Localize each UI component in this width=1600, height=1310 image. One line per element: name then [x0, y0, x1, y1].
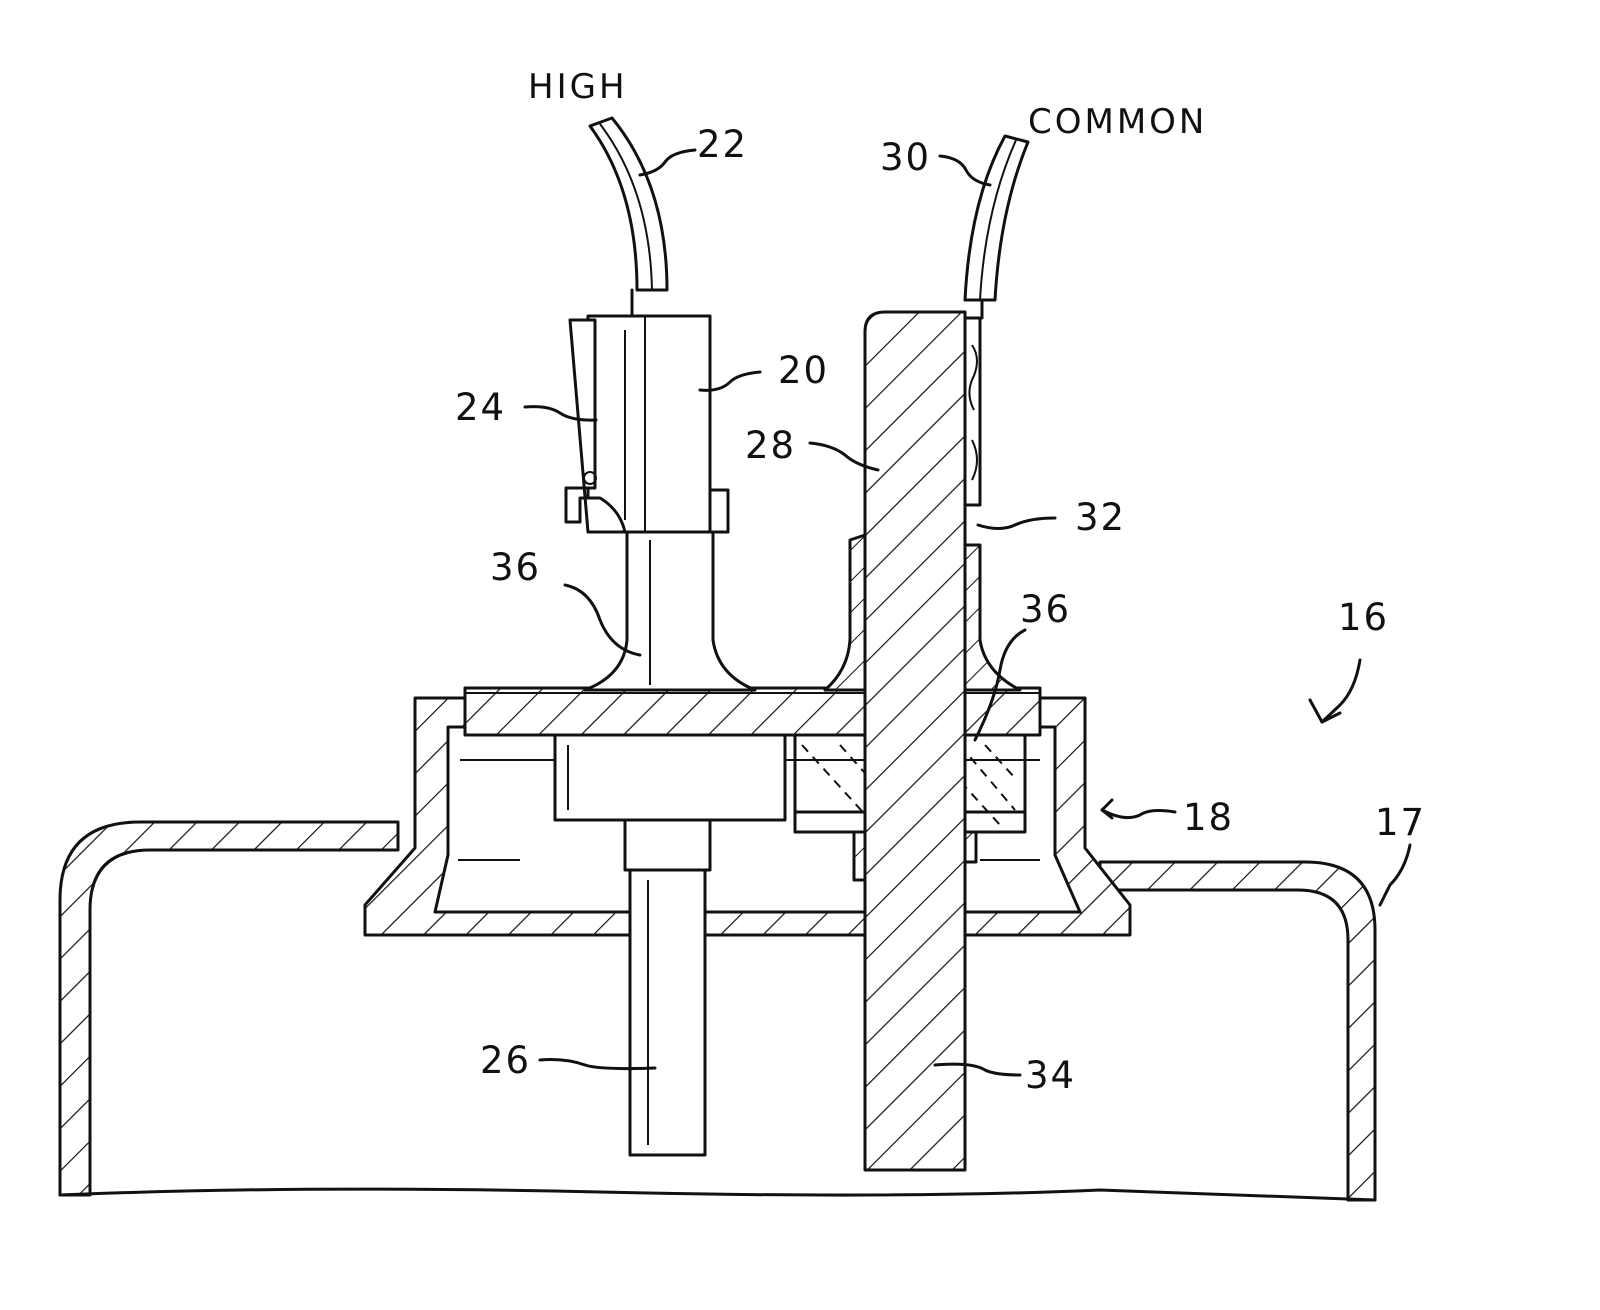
label-high: HIGH [528, 67, 628, 107]
ref-36-right: 36 [1020, 588, 1071, 631]
high-wire [588, 116, 669, 292]
blade [823, 310, 1022, 1172]
ref-32: 32 [1075, 496, 1126, 539]
common-wire [963, 134, 1030, 302]
ref-26: 26 [480, 1039, 531, 1082]
ref-28: 28 [745, 424, 796, 467]
pin [623, 818, 712, 1157]
left-insulator-block [553, 733, 787, 822]
ref-22: 22 [697, 123, 748, 166]
ref-30: 30 [880, 136, 931, 179]
ref-16: 16 [1338, 596, 1389, 639]
ref-36-left: 36 [490, 546, 541, 589]
leader-lines [523, 148, 1412, 1077]
ref-34: 34 [1025, 1054, 1076, 1097]
label-common: COMMON [1028, 102, 1207, 142]
ref-18: 18 [1183, 796, 1234, 839]
blade-contact [963, 298, 984, 507]
housing-wall [58, 820, 1377, 1202]
ref-20: 20 [778, 349, 829, 392]
ref-24: 24 [455, 386, 506, 429]
plug-connector [564, 288, 730, 534]
plug-neck [583, 530, 757, 692]
ref-17: 17 [1375, 801, 1426, 844]
